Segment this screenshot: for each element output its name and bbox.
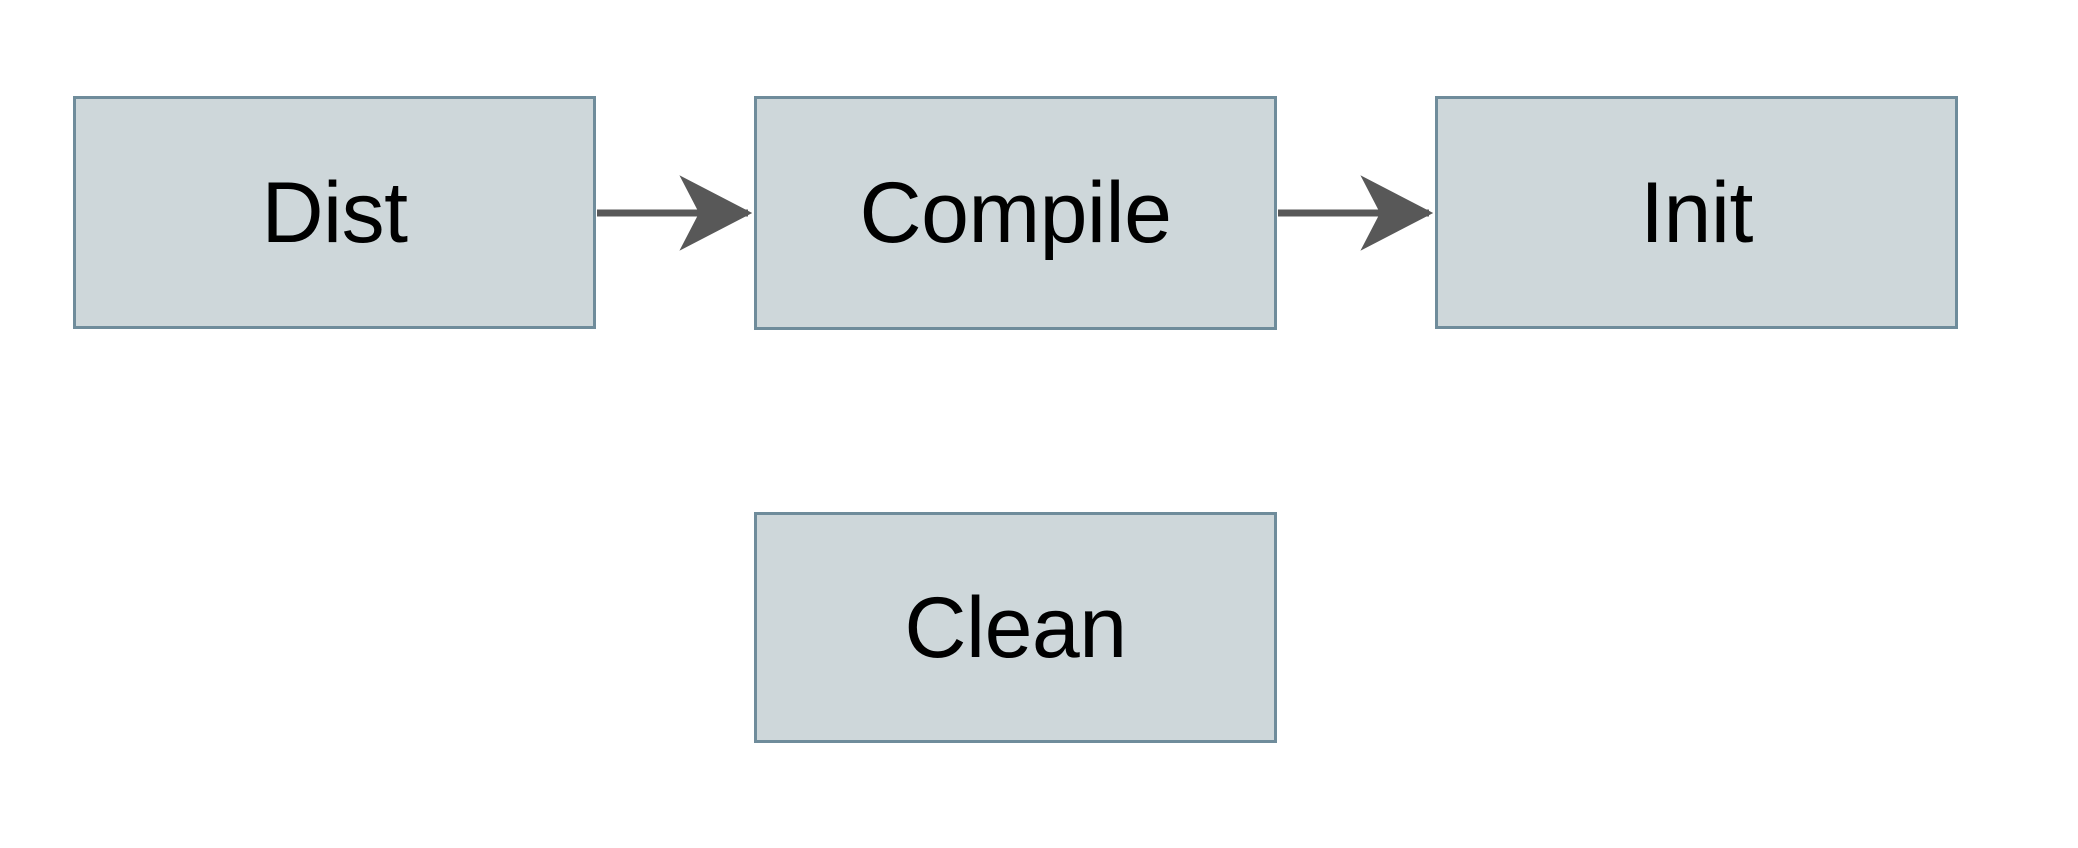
node-dist[interactable]: Dist	[73, 96, 596, 329]
node-init[interactable]: Init	[1435, 96, 1958, 329]
node-compile[interactable]: Compile	[754, 96, 1277, 330]
node-clean-label: Clean	[904, 579, 1127, 676]
node-compile-label: Compile	[859, 165, 1172, 261]
node-init-label: Init	[1640, 164, 1753, 261]
node-clean[interactable]: Clean	[754, 512, 1277, 743]
node-dist-label: Dist	[261, 164, 408, 261]
